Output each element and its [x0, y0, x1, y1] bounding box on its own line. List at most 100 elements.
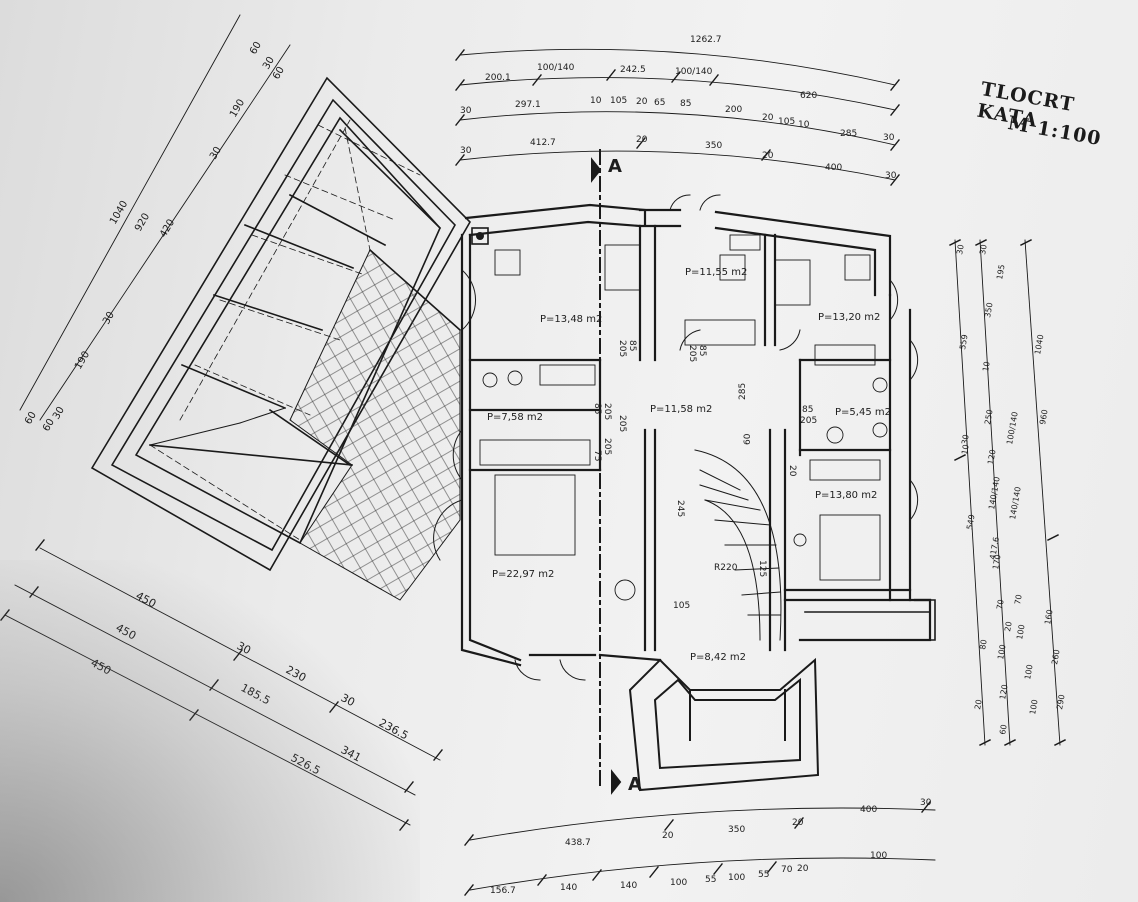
- dim-bl-230: 230: [284, 663, 309, 684]
- dim-top-r3-1: 412.7: [530, 138, 556, 148]
- room-label-dressing: P=11,55 m2: [685, 267, 747, 278]
- dim-bl-30a: 30: [235, 639, 253, 657]
- dim-inner-9: 245: [675, 500, 685, 517]
- angled-wing-dashed-lines: [149, 119, 421, 541]
- dim-right-c1-2: 559: [958, 334, 970, 351]
- dim-inner-15: 125: [757, 560, 767, 577]
- dim-left-60b: 60: [271, 65, 287, 82]
- dim-left-60c: 60: [23, 410, 39, 427]
- dim-right-c2-1: 350: [983, 302, 995, 319]
- dim-right-c2-6: 170: [991, 554, 1003, 571]
- dim-bl-30b: 30: [339, 691, 357, 709]
- dim-inner-14: 285: [738, 383, 748, 400]
- dim-inner-17: 85: [802, 405, 813, 415]
- dim-top-r1-4: 620: [800, 91, 817, 101]
- dim-inner-0: 85: [627, 340, 637, 351]
- dim-bottom-r2-7: 70: [781, 865, 793, 875]
- dim-top-r2-11: 285: [840, 129, 857, 139]
- dim-top-r3-6: 30: [885, 171, 897, 181]
- room-label-master-bedroom: P=22,97 m2: [492, 569, 554, 580]
- dim-right-c2-3: 250: [983, 409, 995, 426]
- dim-inner-8: 205: [602, 438, 612, 455]
- dim-left-190b: 190: [73, 349, 92, 371]
- dim-bl-185: 185.5: [239, 681, 273, 707]
- room-label-bedroom-1: P=13,48 m2: [540, 314, 602, 325]
- dim-top-r2-3: 105: [610, 96, 627, 106]
- dim-top-r2-8: 20: [762, 113, 774, 123]
- dim-right-c3-2: 160: [1043, 609, 1055, 626]
- dim-top-r1-1: 100/140: [537, 63, 575, 73]
- dim-top-r2-9: 105: [778, 117, 795, 127]
- dim-bottom-r2-2: 140: [620, 881, 637, 891]
- dim-right-c1-6: 20: [973, 699, 984, 711]
- dim-bl-450b: 450: [114, 621, 139, 642]
- dim-right-c2-8: 100: [996, 644, 1008, 661]
- dim-top-r2-4: 20: [636, 97, 648, 107]
- dim-top-r2-1: 297.1: [515, 100, 541, 110]
- dim-bottom-r2-0: 156.7: [490, 886, 516, 896]
- dim-right-c1-4: 549: [965, 514, 977, 531]
- dim-bottom-r2-1: 140: [560, 883, 577, 893]
- dim-bottom-r2-5: 100: [728, 873, 745, 883]
- dim-left-1040: 1040: [108, 199, 130, 227]
- dim-right-c3-3: 260: [1050, 649, 1062, 666]
- right-balcony: [804, 599, 936, 641]
- door-swings: [433, 194, 919, 681]
- room-label-bedroom-2: P=13,20 m2: [818, 312, 880, 323]
- dim-top-r2-2: 10: [590, 96, 602, 106]
- dim-right-c3-4: 290: [1055, 694, 1067, 711]
- dim-top-r1-3: 100/140: [675, 67, 713, 77]
- dim-bottom-r1-3: 20: [792, 818, 804, 828]
- dim-bottom-r2-3: 100: [670, 878, 687, 888]
- dim-right-c2-7: 70: [995, 599, 1006, 611]
- dim-inner-16: 205: [800, 416, 817, 426]
- dim-left-60d: 60: [41, 417, 57, 434]
- dim-right-c2-4: 120: [986, 449, 998, 466]
- dim-right-x-8: 20: [1003, 621, 1014, 633]
- dim-right-c2-5: 140/140: [987, 476, 1002, 510]
- dim-bl-450a: 450: [134, 589, 159, 610]
- dim-right-x-2: 417.6: [988, 536, 1001, 560]
- dim-inner-12: 60: [743, 433, 753, 445]
- room-label-bathroom-2: P=5,45 m2: [835, 407, 891, 418]
- dim-inner-3: 205: [687, 345, 697, 362]
- dim-top-r1-0: 200.1: [485, 73, 511, 83]
- dim-top-r2-6: 85: [680, 99, 691, 109]
- spiral-staircase: [694, 449, 782, 641]
- dim-right-c1-7: 60: [998, 724, 1009, 736]
- dim-right-x-5: 80: [978, 639, 989, 651]
- dim-bottom-r1-1: 20: [662, 831, 674, 841]
- dim-top-r2-12: 30: [883, 133, 895, 143]
- room-label-bedroom-3: P=13,80 m2: [815, 490, 877, 501]
- dim-right-c1-3: 10: [960, 444, 971, 456]
- dim-top-r3-4: 20: [762, 151, 774, 161]
- dim-left-420: 420: [158, 217, 177, 239]
- dim-right-c3-0: 1040: [1033, 334, 1045, 356]
- chimney-block: [471, 227, 489, 245]
- dim-bottom-r2-9: 100: [870, 851, 887, 861]
- dim-right-c3-1: 960: [1038, 409, 1050, 426]
- dim-left-190a: 190: [228, 97, 247, 119]
- dim-right-c2-0: 195: [995, 264, 1007, 281]
- dim-right-c1-0: 30: [955, 244, 966, 256]
- dim-bottom-r2-8: 20: [797, 864, 809, 874]
- room-label-bathroom-1: P=7,58 m2: [487, 412, 543, 423]
- dim-right-x-6: 100: [1023, 664, 1035, 681]
- dim-bl-236: 236.5: [377, 716, 411, 742]
- dim-top-r3-0: 30: [460, 146, 472, 156]
- room-label-hall: P=11,58 m2: [650, 404, 712, 415]
- dim-bottom-r2-4: 55: [705, 875, 716, 885]
- dim-right-x-0: 140/140: [1008, 486, 1023, 520]
- furniture: [479, 234, 888, 601]
- dim-top-r2-5: 65: [654, 98, 665, 108]
- dim-bottom-r2-6: 55: [758, 870, 769, 880]
- dim-right-c1-5: 30: [960, 434, 971, 446]
- dim-inner-11: 105: [673, 601, 690, 611]
- dim-bottom-r1-0: 438.7: [565, 838, 591, 848]
- dim-top-r3-5: 400: [825, 163, 842, 173]
- dim-inner-7: 75: [592, 450, 602, 461]
- dim-bl-526: 526.5: [289, 751, 323, 777]
- dim-right-x-7: 100: [1028, 699, 1040, 716]
- dim-bottom-r1-2: 350: [728, 825, 745, 835]
